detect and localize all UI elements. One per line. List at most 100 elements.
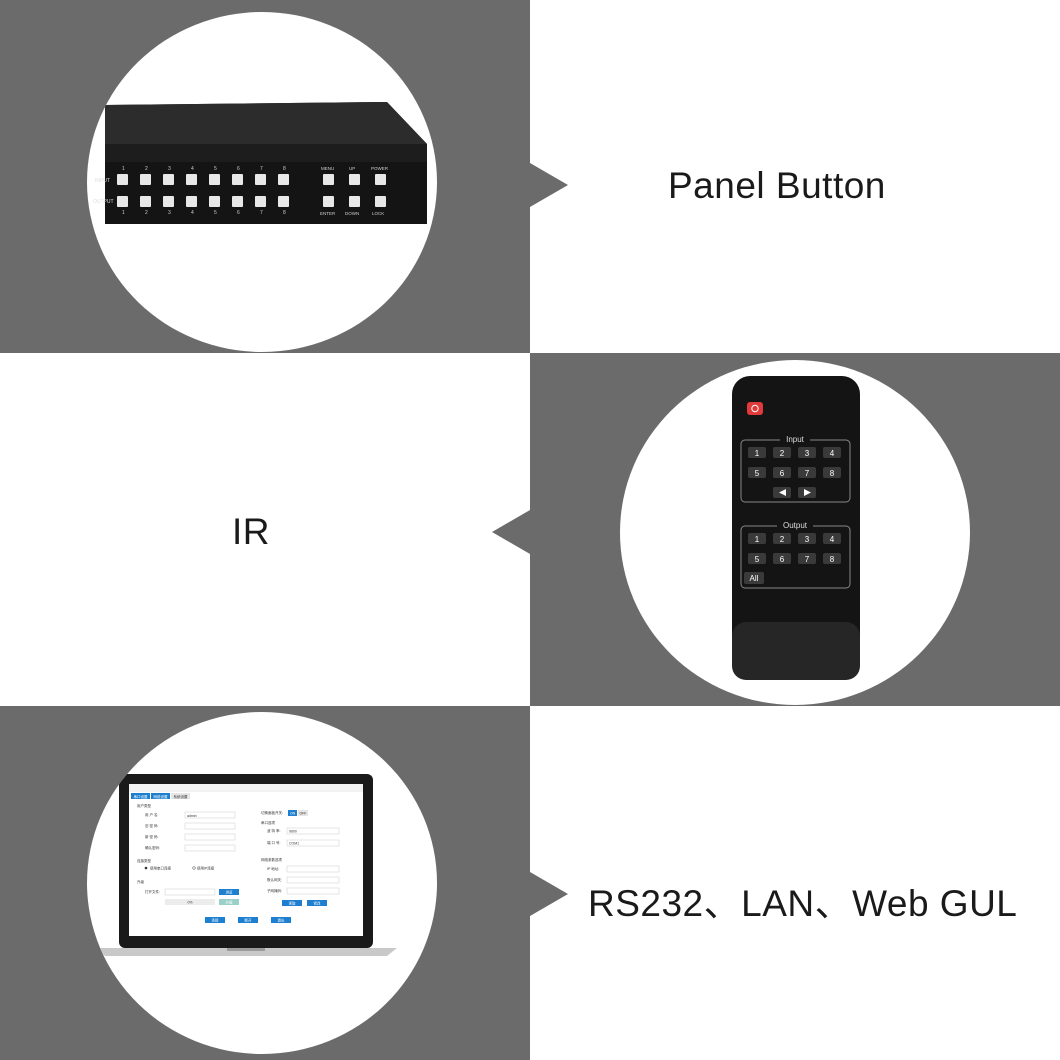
- ir-remote-circle: Input 1 2 3 4 5 6 7 8: [620, 360, 970, 705]
- remote-input-keys: 1 2 3 4 5 6 7 8: [748, 447, 841, 478]
- svg-text:9600: 9600: [289, 830, 297, 834]
- svg-text:3: 3: [805, 449, 810, 458]
- svg-text:2: 2: [145, 210, 148, 216]
- remote-arrow-keys: [773, 487, 816, 498]
- svg-text:5: 5: [214, 210, 217, 216]
- svg-text:4: 4: [191, 210, 194, 216]
- gui-serial-net-panel: 切换面板开关: ON OFF 串口选项 波 特 率: 9600 端 口 号: C…: [261, 810, 340, 906]
- gui-user-panel: 用户类型 用 户 名: admin 旧 密 码: 新 密 码: 确认密码: 连接…: [137, 803, 239, 905]
- svg-text:2: 2: [780, 449, 785, 458]
- svg-text:ON: ON: [290, 812, 296, 816]
- svg-text:LOCK: LOCK: [372, 211, 384, 216]
- svg-text:连接: 连接: [212, 918, 219, 923]
- svg-text:子网掩码:: 子网掩码:: [267, 888, 282, 893]
- svg-text:2: 2: [780, 535, 785, 544]
- svg-text:网络设置: 网络设置: [154, 794, 168, 799]
- row2-arrow: [492, 510, 530, 554]
- svg-text:3: 3: [805, 535, 810, 544]
- row3-arrow: [530, 872, 568, 916]
- ir-label: IR: [232, 511, 270, 552]
- remote-output-label: Output: [783, 521, 808, 530]
- svg-text:MENU: MENU: [321, 166, 334, 171]
- panel-button-circle: INPUT OUTPUT 1 2 3 4 5 6 7 8: [87, 12, 437, 352]
- gui-tabs: 串口设置 网络设置 系统设置: [131, 793, 190, 799]
- svg-text:打开文件:: 打开文件:: [145, 889, 160, 894]
- svg-text:5: 5: [214, 166, 217, 172]
- svg-text:DOWN: DOWN: [345, 211, 359, 216]
- svg-text:POWER: POWER: [371, 166, 389, 171]
- svg-text:1: 1: [122, 166, 125, 172]
- svg-text:串口设置: 串口设置: [134, 794, 148, 799]
- svg-text:2: 2: [145, 166, 148, 172]
- power-icon: [747, 402, 763, 415]
- svg-text:admin: admin: [187, 814, 197, 818]
- svg-text:4: 4: [830, 535, 835, 544]
- svg-text:IP 地址:: IP 地址:: [267, 866, 279, 871]
- svg-text:7: 7: [260, 210, 263, 216]
- svg-text:OFF: OFF: [300, 812, 307, 816]
- svg-text:升级: 升级: [226, 900, 233, 905]
- svg-text:5: 5: [755, 469, 760, 478]
- svg-text:修改: 修改: [314, 901, 322, 906]
- svg-text:旧 密 码:: 旧 密 码:: [145, 823, 158, 828]
- input-row-label: INPUT: [95, 178, 110, 184]
- svg-text:退出: 退出: [278, 918, 286, 923]
- svg-text:波 特 率:: 波 特 率:: [267, 828, 280, 833]
- svg-text:3: 3: [168, 210, 171, 216]
- remote-output-keys: 1 2 3 4 5 6 7 8: [748, 533, 841, 564]
- remote-all-key: All: [750, 574, 759, 583]
- input-buttons: [117, 174, 289, 185]
- svg-text:8: 8: [830, 555, 835, 564]
- svg-text:7: 7: [805, 469, 810, 478]
- svg-text:连接类型: 连接类型: [137, 858, 151, 863]
- panel-button-label: Panel Button: [668, 165, 886, 206]
- gui-bottom-buttons: 连接 断开 退出: [205, 917, 291, 923]
- left-arrow-icon: [779, 489, 786, 496]
- svg-text:8: 8: [283, 210, 286, 216]
- rs232-lan-web-label: RS232、LAN、Web GUL: [588, 883, 1018, 924]
- svg-text:系统设置: 系统设置: [174, 794, 188, 799]
- output-buttons: [117, 196, 289, 207]
- svg-text:默认网关:: 默认网关:: [267, 877, 282, 882]
- control-buttons: [323, 174, 386, 207]
- svg-text:6: 6: [780, 555, 785, 564]
- svg-text:使用串口连接: 使用串口连接: [150, 866, 171, 871]
- svg-text:网络参数选项: 网络参数选项: [261, 857, 282, 862]
- svg-text:断开: 断开: [245, 918, 252, 923]
- svg-text:5: 5: [755, 555, 760, 564]
- svg-text:1: 1: [122, 210, 125, 216]
- svg-text:升级: 升级: [137, 879, 144, 884]
- svg-text:UP: UP: [349, 166, 355, 171]
- right-arrow-icon: [804, 489, 811, 496]
- row1-right-panel: [530, 0, 1060, 353]
- svg-text:1: 1: [755, 449, 760, 458]
- svg-text:4: 4: [830, 449, 835, 458]
- svg-text:0%: 0%: [187, 901, 192, 905]
- svg-text:使用IP连接: 使用IP连接: [197, 866, 215, 871]
- input-number-labels: 1 2 3 4 5 6 7 8: [122, 166, 286, 172]
- svg-text:确认密码:: 确认密码:: [145, 845, 160, 850]
- row1-arrow: [530, 163, 568, 207]
- svg-text:7: 7: [805, 555, 810, 564]
- matrix-switcher-device: INPUT OUTPUT 1 2 3 4 5 6 7 8: [93, 102, 427, 224]
- output-row-label: OUTPUT: [93, 199, 114, 205]
- svg-text:6: 6: [780, 469, 785, 478]
- row2-left-panel: [0, 353, 530, 706]
- svg-text:读取: 读取: [289, 901, 297, 906]
- svg-text:4: 4: [191, 166, 194, 172]
- svg-text:用户类型: 用户类型: [137, 803, 151, 808]
- svg-text:7: 7: [260, 166, 263, 172]
- svg-text:8: 8: [830, 469, 835, 478]
- svg-text:端 口 号:: 端 口 号:: [267, 840, 280, 845]
- output-number-labels: 1 2 3 4 5 6 7 8: [122, 210, 286, 216]
- svg-text:串口选项: 串口选项: [261, 820, 275, 825]
- ir-remote: Input 1 2 3 4 5 6 7 8: [732, 376, 860, 680]
- laptop-circle: 串口设置 网络设置 系统设置 用户类型 用 户 名: admin 旧 密 码: …: [87, 712, 437, 1054]
- svg-text:切换面板开关:: 切换面板开关:: [261, 810, 283, 815]
- svg-text:新 密 码:: 新 密 码:: [145, 834, 158, 839]
- svg-text:6: 6: [237, 166, 240, 172]
- svg-text:用 户 名:: 用 户 名:: [145, 812, 158, 817]
- control-key-labels: MENU UP POWER ENTER DOWN LOCK: [320, 166, 389, 216]
- svg-text:8: 8: [283, 166, 286, 172]
